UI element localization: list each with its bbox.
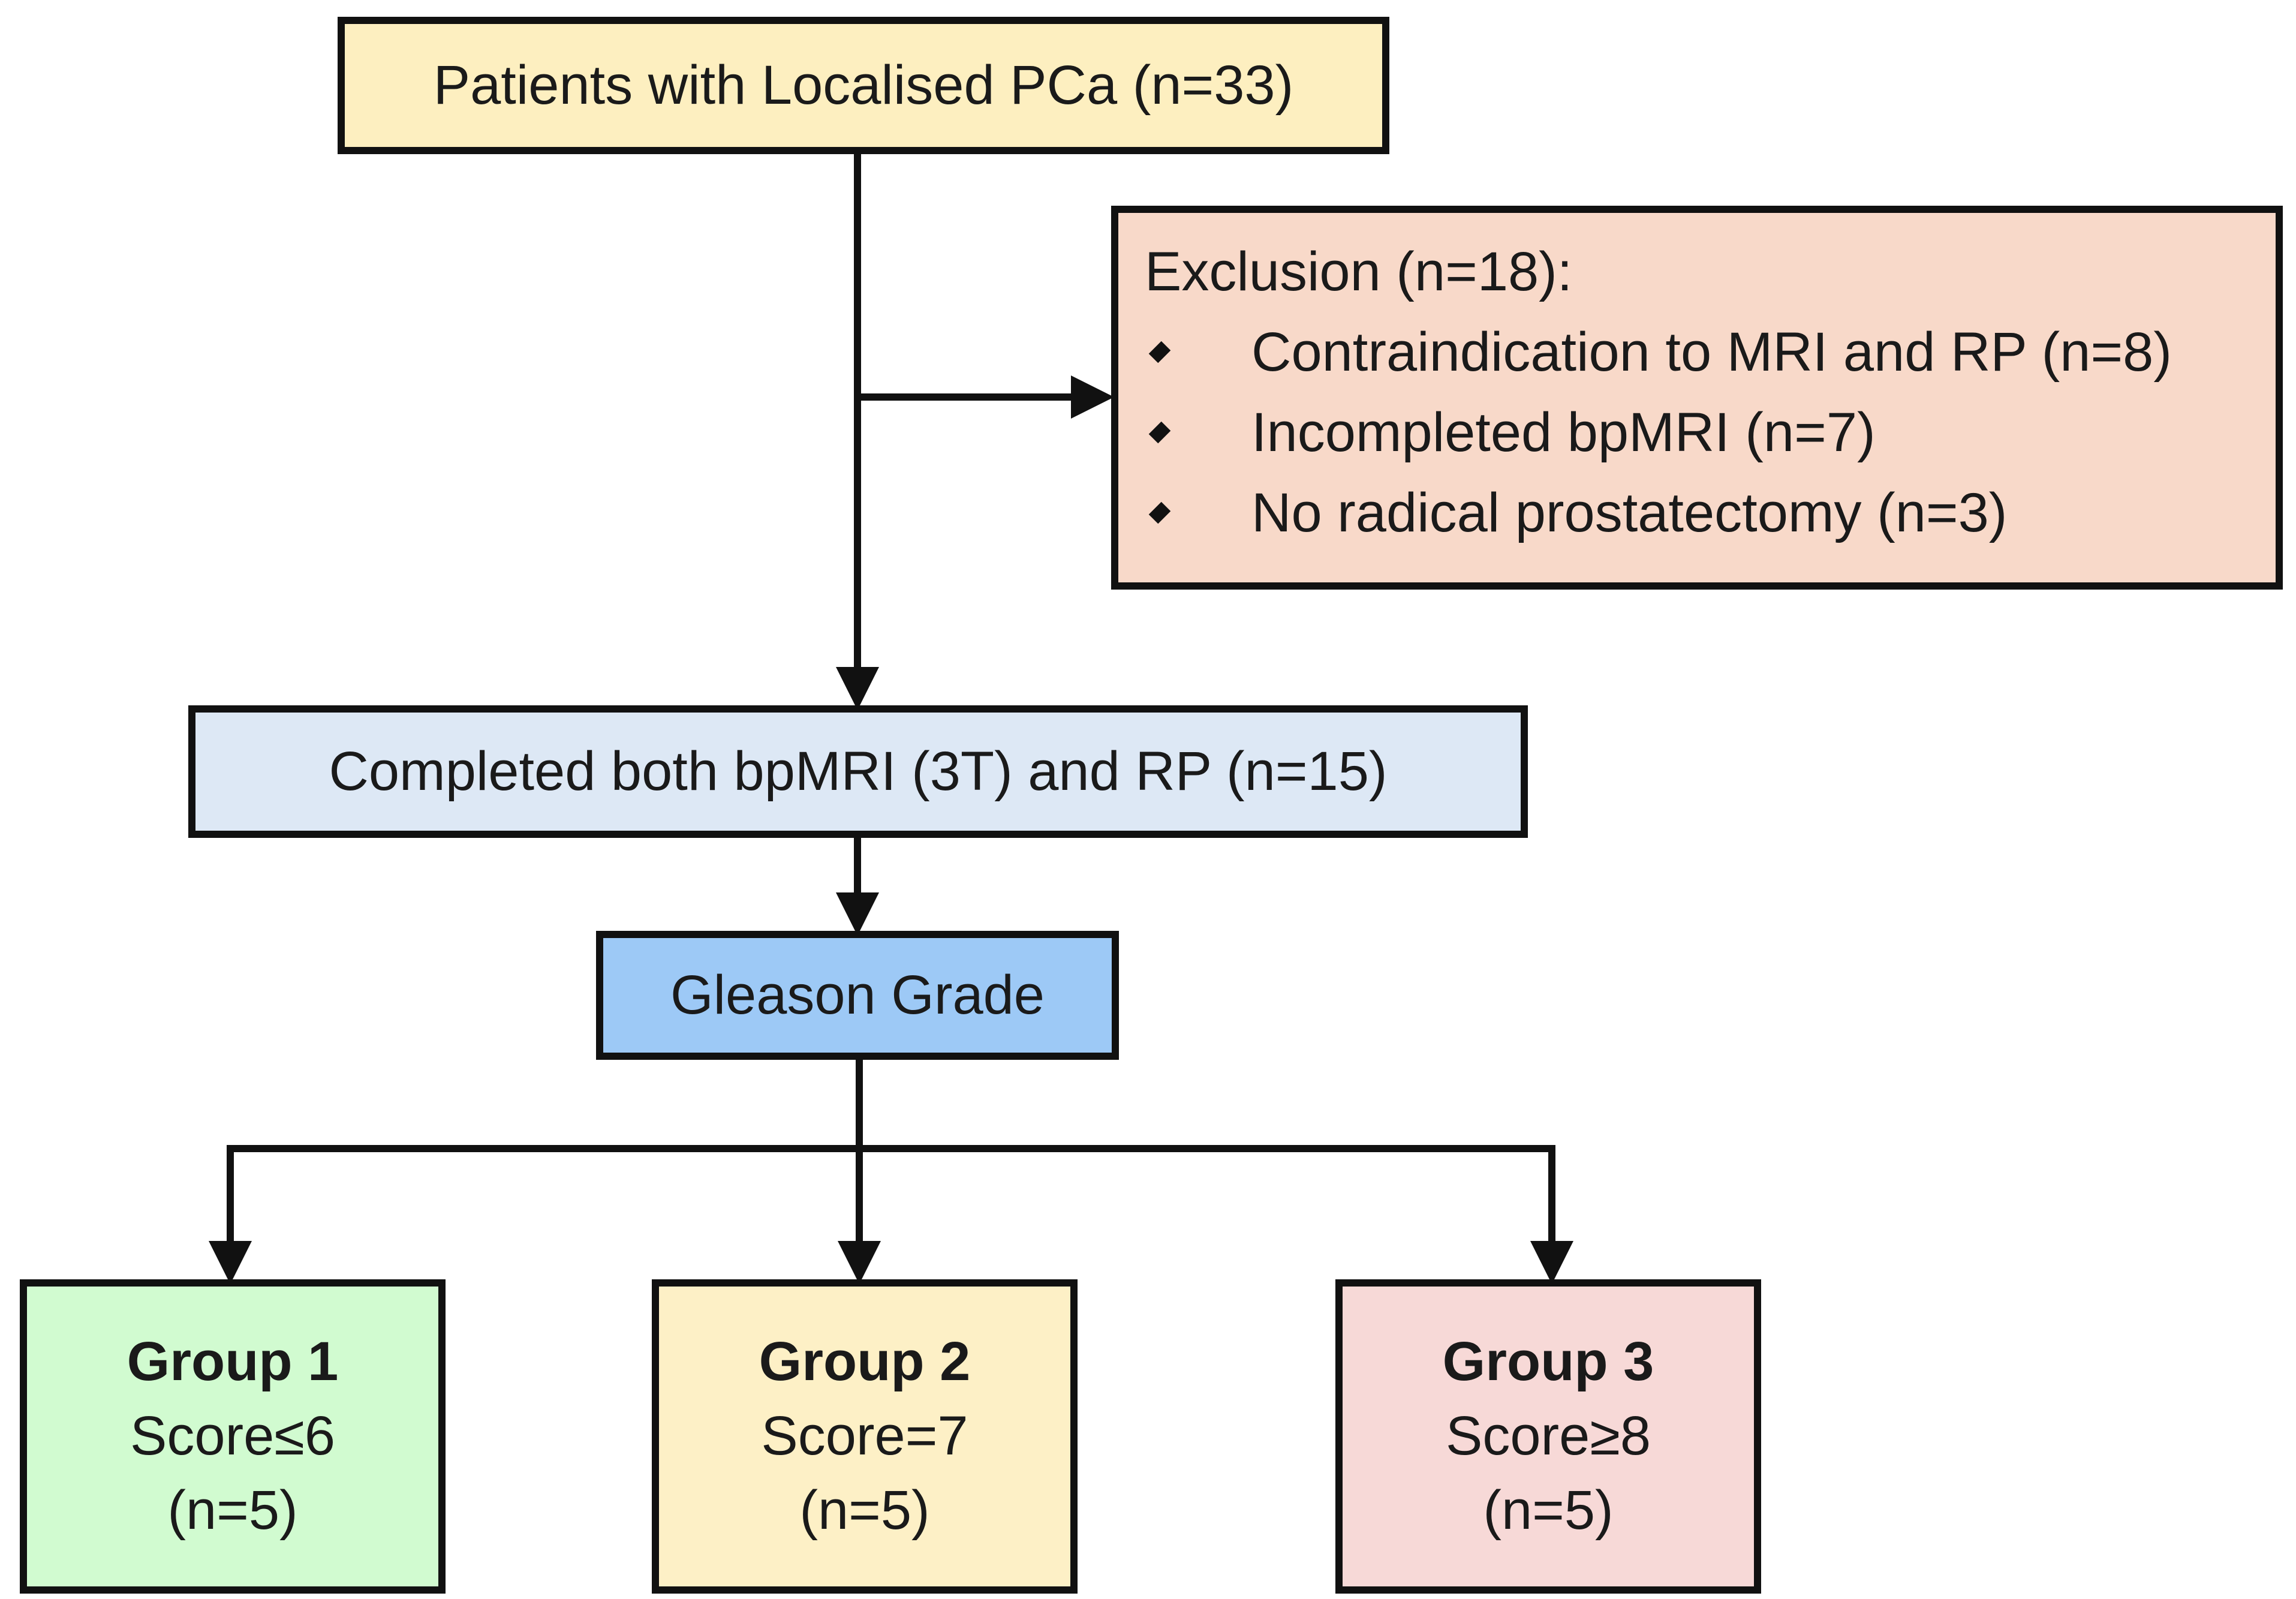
group-2-box: Group 2 Score=7 (n=5) (652, 1279, 1078, 1594)
exclusion-item-label: No radical prostatectomy (n=3) (1251, 482, 2008, 543)
gleason-label: Gleason Grade (670, 964, 1045, 1026)
diamond-bullet-icon (1148, 341, 1171, 363)
group-count: (n=5) (1483, 1479, 1614, 1541)
group-count: (n=5) (167, 1479, 298, 1541)
group-score: Score=7 (761, 1405, 968, 1467)
exclusion-item-label: Incompleted bpMRI (n=7) (1251, 402, 1876, 463)
exclusion-item: No radical prostatectomy (n=3) (1145, 485, 2276, 540)
group-title: Group 3 (1442, 1331, 1654, 1393)
exclusion-box: Exclusion (n=18): Contraindication to MR… (1111, 206, 2283, 590)
group-count: (n=5) (799, 1479, 930, 1541)
group-title: Group 1 (127, 1331, 339, 1393)
completed-label: Completed both bpMRI (3T) and RP (n=15) (329, 741, 1388, 802)
group-1-box: Group 1 Score≤6 (n=5) (20, 1279, 446, 1594)
exclusion-item: Contraindication to MRI and RP (n=8) (1145, 324, 2276, 380)
group-3-box: Group 3 Score≥8 (n=5) (1335, 1279, 1761, 1594)
group-score: Score≤6 (130, 1405, 335, 1467)
diamond-bullet-icon (1148, 421, 1171, 444)
group-score: Score≥8 (1446, 1405, 1651, 1467)
patients-box: Patients with Localised PCa (n=33) (338, 17, 1389, 154)
patients-label: Patients with Localised PCa (n=33) (433, 55, 1294, 116)
exclusion-title: Exclusion (n=18): (1145, 241, 1573, 302)
exclusion-item-label: Contraindication to MRI and RP (n=8) (1251, 321, 2172, 383)
group-title: Group 2 (759, 1331, 971, 1393)
gleason-grade-box: Gleason Grade (596, 931, 1119, 1060)
completed-box: Completed both bpMRI (3T) and RP (n=15) (188, 705, 1528, 838)
diamond-bullet-icon (1148, 501, 1171, 524)
exclusion-item: Incompleted bpMRI (n=7) (1145, 405, 2276, 460)
exclusion-list: Contraindication to MRI and RP (n=8) Inc… (1145, 324, 2276, 540)
